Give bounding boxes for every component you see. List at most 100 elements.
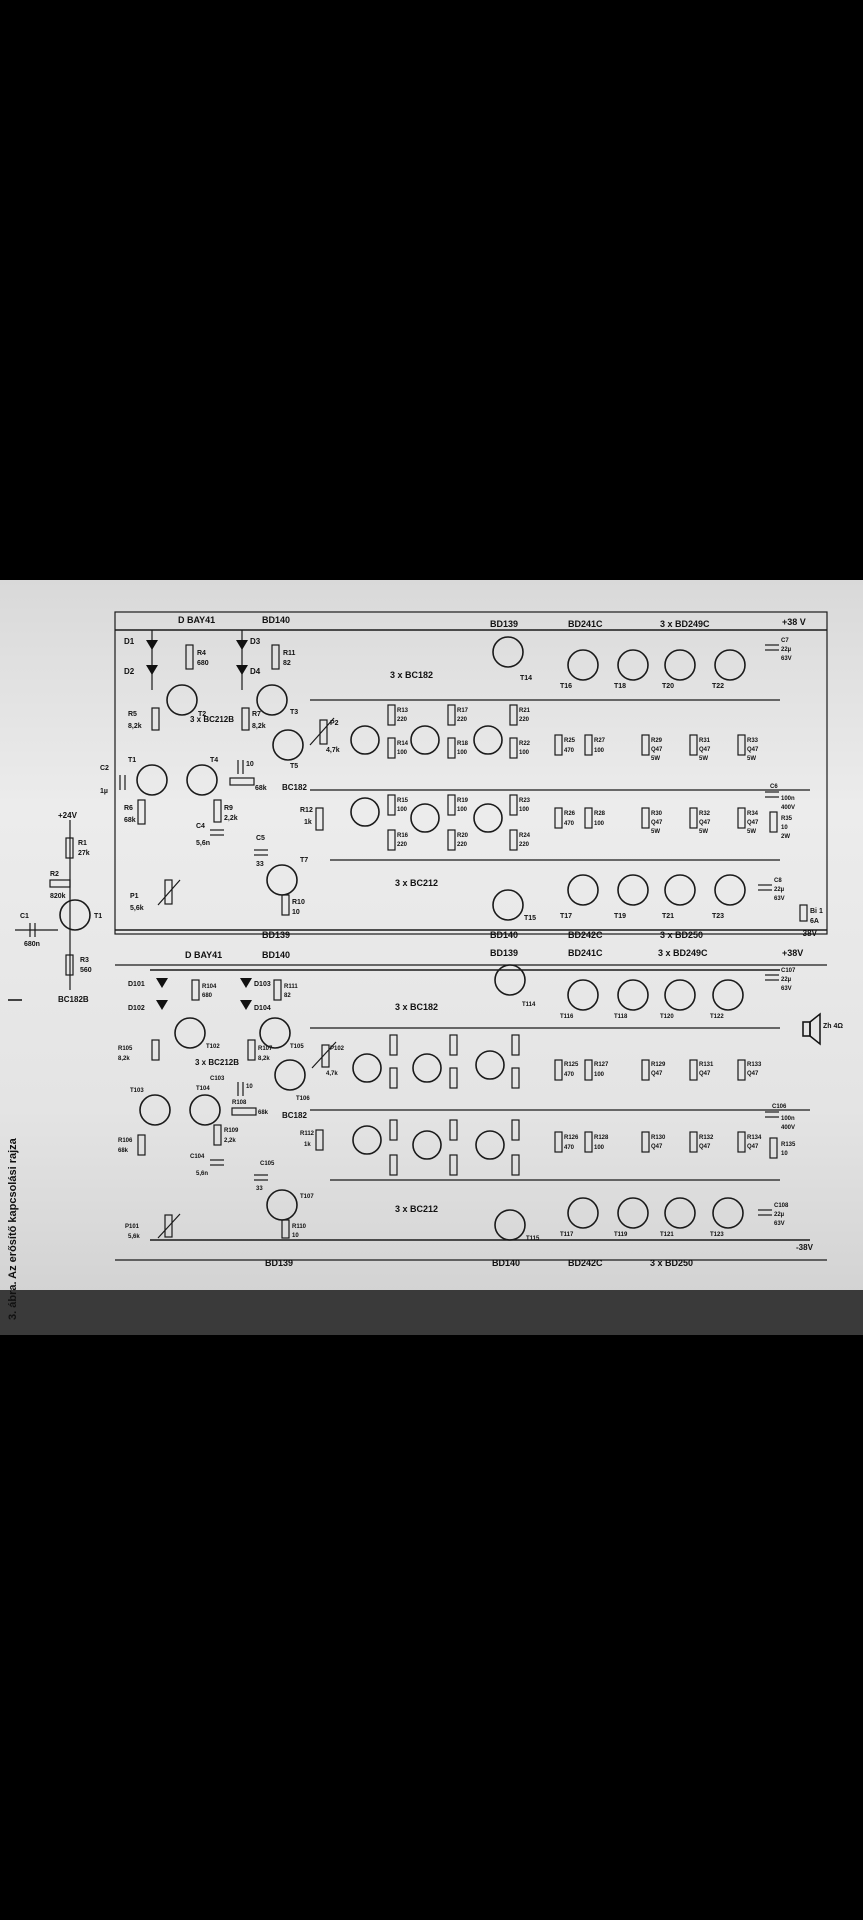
r4-value: 680 <box>197 660 209 667</box>
r30-label: R30 <box>651 811 663 817</box>
p1-label: P1 <box>130 893 139 900</box>
t4-label: T4 <box>210 757 218 764</box>
p2-value: 4,7k <box>326 747 340 754</box>
top-bd139-mid-label: BD139 <box>262 930 290 940</box>
bottom-bd139-label-2: BD139 <box>265 1258 293 1268</box>
r18-value: 100 <box>457 750 468 756</box>
d4-label: D4 <box>250 667 261 676</box>
c7-value: 22µ <box>781 647 792 653</box>
r110-label: R110 <box>292 1224 307 1230</box>
r35-value: 10 <box>781 825 788 831</box>
top-bd241c-label: BD241C <box>568 619 603 629</box>
r6-value: 68k <box>124 817 136 824</box>
t23-label: T23 <box>712 913 724 920</box>
r126-value: 470 <box>564 1145 575 1151</box>
c1-value: 680n <box>24 941 40 948</box>
r27-value: 100 <box>594 748 605 754</box>
bottom-driver-transistors: T102 T105 T103 T104 T106 T107 <box>130 1017 314 1221</box>
top-p2: P2 4,7k <box>309 717 340 754</box>
bottom-bc212b-label: 3 x BC212B <box>195 1058 239 1067</box>
r106-label: R106 <box>118 1138 133 1144</box>
r5-value: 8,2k <box>128 723 142 730</box>
c3-value: 10 <box>246 761 254 768</box>
r132-value: Q47 <box>699 1144 711 1150</box>
t7-label: T7 <box>300 857 308 864</box>
r109-label: R109 <box>224 1128 239 1134</box>
top-r9: R9 2,2k <box>213 799 238 823</box>
r108-label: R108 <box>232 1100 247 1106</box>
t19-label: T19 <box>614 913 626 920</box>
t20-label: T20 <box>662 683 674 690</box>
t114-label: T114 <box>522 1002 536 1008</box>
r131-value: Q47 <box>699 1071 711 1077</box>
r24-value: 220 <box>519 842 530 848</box>
p101-value: 5,6k <box>128 1234 140 1240</box>
top-neg38-label: -38V <box>800 929 818 938</box>
r21-label: R21 <box>519 708 531 714</box>
c2-label: C2 <box>100 765 109 772</box>
r34-watt: 5W <box>747 829 756 835</box>
top-bd140-bot-label: BD140 <box>490 930 518 940</box>
r9-value: 2,2k <box>224 815 238 822</box>
r22-label: R22 <box>519 741 531 747</box>
bottom-bd250-label: 3 x BD250 <box>650 1258 693 1268</box>
r33-value: Q47 <box>747 747 759 753</box>
r6-label: R6 <box>124 805 133 812</box>
r110-value: 10 <box>292 1233 299 1239</box>
r30-watt: 5W <box>651 829 660 835</box>
r132-label: R132 <box>699 1135 714 1141</box>
r28-value: 100 <box>594 821 605 827</box>
r11-value: 82 <box>283 660 291 667</box>
r29-value: Q47 <box>651 747 663 753</box>
c108-voltage: 63V <box>774 1221 785 1227</box>
r23-value: 100 <box>519 807 530 813</box>
t22-label: T22 <box>712 683 724 690</box>
r16-label: R16 <box>397 833 409 839</box>
r29-watt: 5W <box>651 756 660 762</box>
r31-watt: 5W <box>699 756 708 762</box>
r127-label: R127 <box>594 1062 609 1068</box>
c106-voltage: 400V <box>781 1125 795 1131</box>
speaker-icon: Zh 4Ω <box>802 1012 843 1046</box>
paper-edge-shadow <box>0 1290 863 1335</box>
top-c6-r35: C6 100n 400V R35 10 2W <box>765 784 795 840</box>
top-r5: R5 8,2k <box>128 707 160 731</box>
r129-value: Q47 <box>651 1071 663 1077</box>
top-bd249c-label: 3 x BD249C <box>660 619 710 629</box>
d3-label: D3 <box>250 637 261 646</box>
top-c5: C5 33 <box>254 835 268 868</box>
r23-label: R23 <box>519 798 531 804</box>
r2-value: 820k <box>50 893 66 900</box>
t123-label: T123 <box>710 1232 724 1238</box>
c107-label: C107 <box>781 968 796 974</box>
speaker-label: Zh 4Ω <box>823 1023 843 1030</box>
r13-value: 220 <box>397 717 408 723</box>
t120-label: T120 <box>660 1014 674 1020</box>
top-frame <box>114 611 828 935</box>
r1-value: 27k <box>78 850 90 857</box>
c6-label: C6 <box>770 784 778 790</box>
top-diodes-d3-d4: D3 D4 <box>236 630 261 690</box>
r2-label: R2 <box>50 871 59 878</box>
r33-watt: 5W <box>747 756 756 762</box>
c6-voltage: 400V <box>781 805 795 811</box>
d103-label: D103 <box>254 981 271 988</box>
c7-label: C7 <box>781 638 789 644</box>
r111-value: 82 <box>284 993 291 999</box>
r109-value: 2,2k <box>224 1138 236 1144</box>
r17-label: R17 <box>457 708 469 714</box>
bottom-supply-caps: C107 22µ 63V C106 100n 400V R135 10 C108… <box>758 968 796 1227</box>
c8-value: 22µ <box>774 887 785 893</box>
p102-label: P102 <box>330 1046 345 1052</box>
top-r12: R12 1k <box>300 807 324 831</box>
bottom-output-pnp-row: T115 T117 T119 T121 T123 <box>494 1197 744 1242</box>
top-output-pnp-row: T15 T17 T19 T21 T23 <box>492 874 746 922</box>
t116-label: T116 <box>560 1014 574 1020</box>
r7-label: R7 <box>252 711 261 718</box>
paper-photo <box>0 580 863 1335</box>
top-c7: C7 22µ 63V <box>765 638 792 662</box>
p102-value: 4,7k <box>326 1071 338 1077</box>
r125-label: R125 <box>564 1062 579 1068</box>
d102-label: D102 <box>128 1005 145 1012</box>
c105-value: 33 <box>256 1186 263 1192</box>
